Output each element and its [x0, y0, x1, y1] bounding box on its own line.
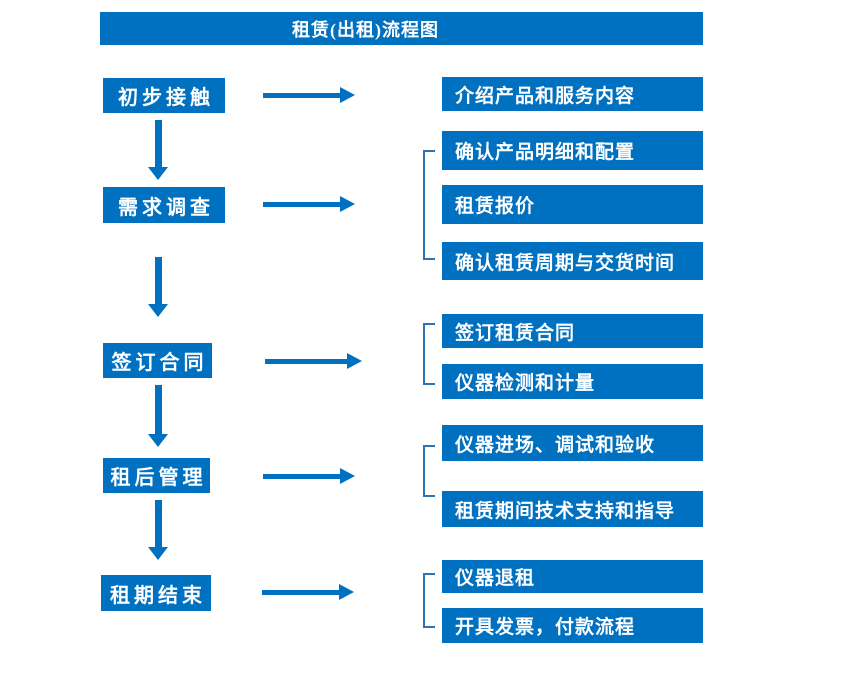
down-arrow-1: [148, 120, 168, 180]
arrow-shaft: [263, 92, 340, 98]
stage-box-needs-survey: 需求调查: [103, 187, 225, 223]
arrow-down-icon: [148, 167, 168, 180]
detail-box-sign-rental-contract: 签订租赁合同: [442, 314, 703, 348]
right-arrow-4: [263, 468, 355, 484]
arrow-down-icon: [148, 304, 168, 317]
stage-box-rental-end: 租期结束: [101, 575, 211, 611]
right-arrow-3: [265, 353, 362, 369]
down-arrow-4: [148, 500, 168, 560]
detail-box-instrument-testing: 仪器检测和计量: [442, 364, 703, 399]
arrow-shaft: [262, 589, 339, 595]
detail-box-instrument-return: 仪器退租: [442, 560, 703, 593]
stage-box-post-rental-mgmt: 租后管理: [103, 458, 210, 493]
title-bar: 租赁(出租)流程图: [100, 12, 703, 45]
down-arrow-2: [148, 257, 168, 317]
down-arrow-3: [148, 385, 168, 447]
detail-box-confirm-period: 确认租赁周期与交货时间: [442, 242, 703, 280]
arrow-shaft: [154, 257, 162, 304]
arrow-right-icon: [340, 468, 355, 484]
right-arrow-5: [262, 584, 354, 600]
page-title: 租赁(出租)流程图: [292, 19, 439, 40]
detail-box-instrument-setup: 仪器进场、调试和验收: [442, 425, 703, 461]
arrow-shaft: [154, 120, 162, 167]
stage-box-sign-contract: 签订合同: [103, 343, 212, 378]
group-bracket-2: [423, 323, 435, 385]
arrow-right-icon: [340, 87, 355, 103]
arrow-shaft: [154, 500, 162, 547]
detail-box-tech-support: 租赁期间技术支持和指导: [442, 491, 703, 527]
arrow-right-icon: [340, 196, 355, 212]
arrow-right-icon: [339, 584, 354, 600]
group-bracket-4: [423, 573, 435, 628]
arrow-shaft: [265, 358, 347, 364]
stage-box-initial-contact: 初步接触: [103, 78, 225, 113]
detail-box-invoice-payment: 开具发票，付款流程: [442, 608, 703, 643]
detail-box-intro-products: 介绍产品和服务内容: [442, 77, 703, 111]
arrow-right-icon: [347, 353, 362, 369]
detail-box-rental-quote: 租赁报价: [442, 185, 703, 224]
arrow-shaft: [263, 473, 340, 479]
arrow-shaft: [263, 201, 340, 207]
arrow-down-icon: [148, 434, 168, 447]
group-bracket-1: [423, 150, 435, 260]
right-arrow-2: [263, 196, 355, 212]
arrow-down-icon: [148, 547, 168, 560]
right-arrow-1: [263, 87, 355, 103]
arrow-shaft: [154, 385, 162, 434]
detail-box-confirm-config: 确认产品明细和配置: [442, 131, 703, 170]
group-bracket-3: [423, 445, 435, 497]
